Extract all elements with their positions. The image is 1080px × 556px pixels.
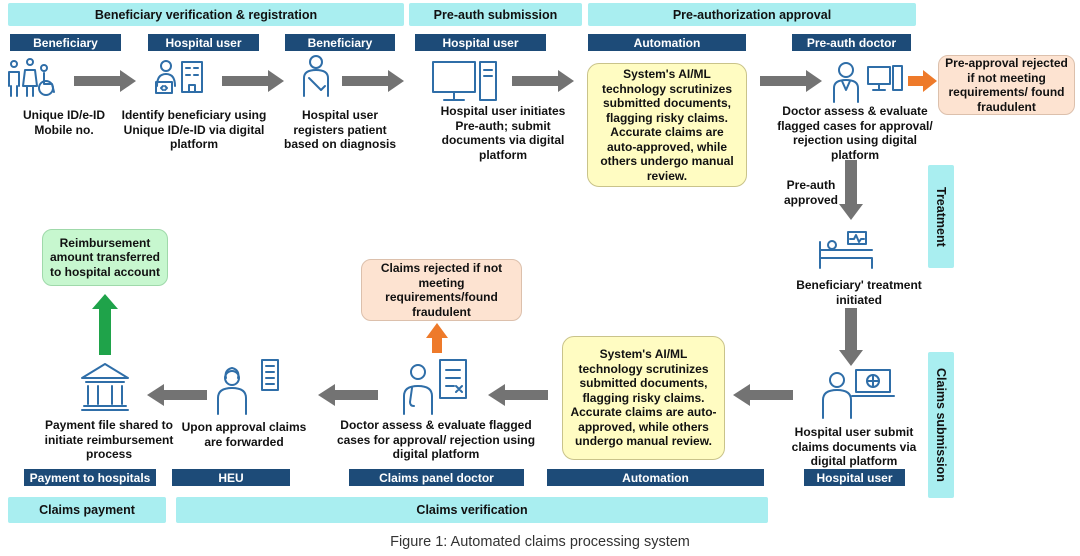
phase-claims-payment: Claims payment [8,497,166,523]
role-beneficiary-1: Beneficiary [10,34,121,51]
figure-caption: Figure 1: Automated claims processing sy… [390,534,690,550]
role-heu: HEU [172,469,290,486]
arrow-ai-to-doctor-claims [488,384,548,406]
reject-arrows [426,70,937,353]
ai-claims-box: System's AI/ML technology scrutinizes su… [562,336,725,460]
computer-icon [432,61,497,101]
phase-preauth-approval: Pre-authorization approval [588,3,916,26]
phase-preauth-submission: Pre-auth submission [409,3,582,26]
arrow-preauth-rejected [908,70,937,92]
step-doctor-claims: Doctor assess & evaluate flagged cases f… [336,418,536,461]
reimbursement-box: Reimbursement amount transferred to hosp… [42,229,168,286]
step-treatment-initiated: Beneficiary' treatment initiated [796,278,922,307]
bank-icon [81,363,129,411]
step-submit-claims: Hospital user submit claims documents vi… [791,425,917,468]
preauth-approved-label: Pre-auth approved [783,178,838,207]
role-preauth-doctor: Pre-auth doctor [792,34,911,51]
hospital-user-icon [155,60,203,94]
role-automation-1: Automation [588,34,746,51]
role-automation-2: Automation [547,469,764,486]
step-doctor-preauth: Doctor assess & evaluate flagged cases f… [777,104,933,162]
beneficiary-group-icon [8,58,55,97]
arrow-claims-rejected [426,323,448,353]
arrow-treatment-to-claims [839,308,863,366]
phase-treatment: Treatment [928,165,954,268]
hospital-bed-icon [819,231,873,269]
preauth-rejected-box: Pre-approval rejected if not meeting req… [938,55,1075,115]
claims-rejected-box: Claims rejected if not meeting requireme… [361,259,522,321]
hospital-user-laptop-icon [822,369,895,419]
role-claims-panel-doctor: Claims panel doctor [349,469,524,486]
step-identify-beneficiary: Identify beneficiary using Unique ID/e-I… [121,108,267,151]
phase-claims-verification: Claims verification [176,497,768,523]
arrow-doctor-to-heu [318,384,378,406]
step-unique-id: Unique ID/e-ID Mobile no. [22,108,105,137]
role-beneficiary-2: Beneficiary [285,34,395,51]
arrow-id-to-identify [74,70,136,92]
heu-officer-icon [217,359,279,415]
arrow-preauth-to-ai [512,70,574,92]
ai-preauth-box: System's AI/ML technology scrutinizes su… [587,63,747,187]
doctor-computer-icon [833,62,903,103]
arrow-heu-to-payment [147,384,207,406]
role-hospital-user-1: Hospital user [148,34,259,51]
step-register-patient: Hospital user registers patient based on… [283,108,397,151]
claims-doctor-icon [403,359,467,415]
step-payment-file: Payment file shared to initiate reimburs… [44,418,174,461]
role-payment-to-hospitals: Payment to hospitals [24,469,156,486]
phase-claims-submission: Claims submission [928,352,954,498]
arrow-identify-to-register [222,70,284,92]
arrow-doctor-to-treatment [839,160,863,220]
arrow-claims-to-ai [733,384,793,406]
flow-arrows [74,70,863,406]
role-hospital-user-2: Hospital user [415,34,546,51]
injured-patient-icon [303,55,329,97]
step-claims-forwarded: Upon approval claims are forwarded [181,420,307,449]
arrow-ai-to-doctor [760,70,822,92]
phase-verification-registration: Beneficiary verification & registration [8,3,404,26]
arrow-reimbursement [92,294,118,355]
arrow-register-to-preauth [342,70,404,92]
step-initiate-preauth: Hospital user initiates Pre-auth; submit… [440,104,566,162]
role-hospital-user-3: Hospital user [804,469,905,486]
